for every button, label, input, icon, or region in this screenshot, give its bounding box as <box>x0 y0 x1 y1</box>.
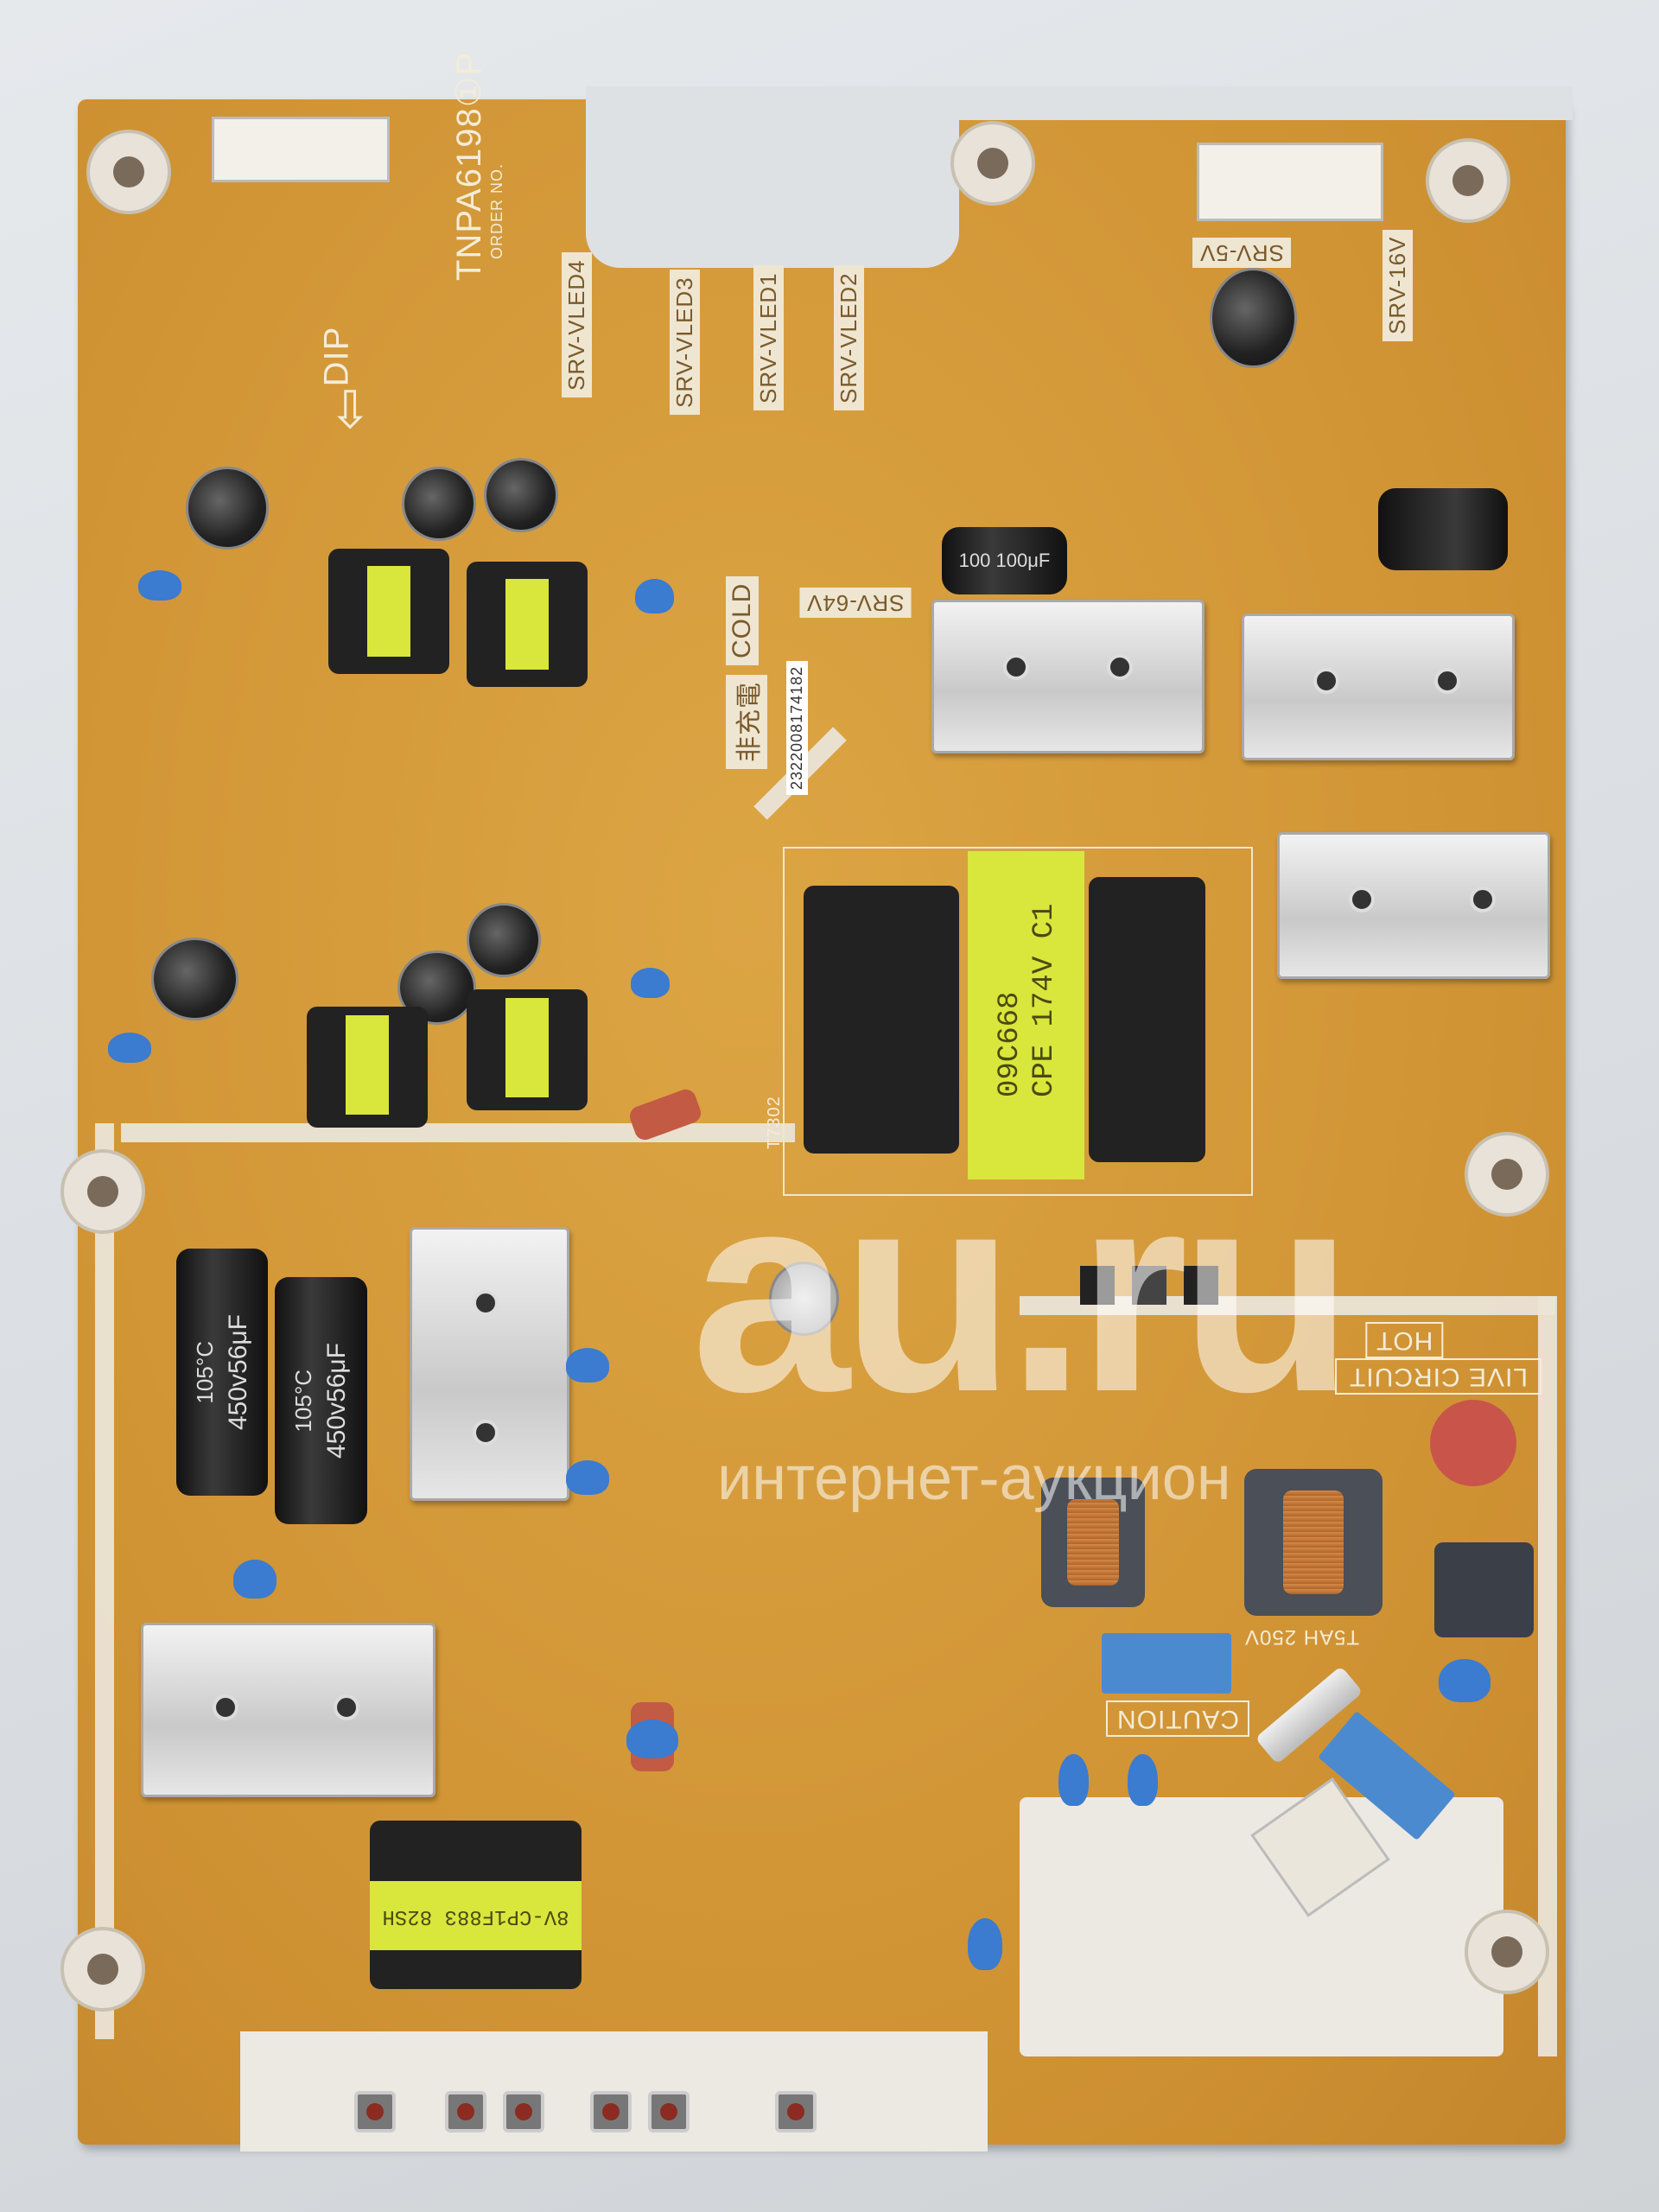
tact-switch[interactable] <box>445 2091 486 2133</box>
capacitor <box>397 950 476 1025</box>
label-srv-64v: SRV-64V <box>799 588 912 618</box>
label-srv-16v: SRV-16V <box>1382 229 1413 341</box>
caution-label: CAUTION <box>1106 1700 1249 1737</box>
mounting-hole <box>86 130 171 214</box>
label-srv-vled4: SRV-VLED4 <box>562 252 592 397</box>
capacitor <box>402 467 476 541</box>
isolation-trace <box>121 1123 795 1142</box>
optocoupler <box>1132 1266 1166 1305</box>
capacitor: 100 100μF <box>942 527 1067 594</box>
varistor <box>1430 1400 1516 1486</box>
connector-p2 <box>1197 143 1383 221</box>
ceramic-capacitor <box>566 1460 609 1495</box>
inductor <box>467 989 588 1110</box>
tact-switch[interactable] <box>648 2091 690 2133</box>
transformer-outline <box>783 847 1253 1196</box>
ceramic-capacitor <box>138 570 181 601</box>
mounting-hole <box>1465 1910 1549 1994</box>
isolation-trace <box>95 1123 114 2039</box>
tact-switch[interactable] <box>503 2091 544 2133</box>
line-filter <box>1434 1542 1534 1637</box>
ceramic-capacitor <box>233 1560 276 1599</box>
ceramic-capacitor <box>631 968 670 998</box>
ceramic-capacitor <box>635 579 674 613</box>
transformer-core-right <box>1089 877 1205 1162</box>
label-srv-vled1: SRV-VLED1 <box>753 265 784 410</box>
barcode-label: 2322008174182 <box>786 660 808 795</box>
capacitor <box>484 458 558 532</box>
ceramic-capacitor <box>108 1033 151 1063</box>
capacitor <box>467 903 541 977</box>
x-capacitor <box>1102 1633 1231 1694</box>
label-srv-5v: SRV-5V <box>1192 238 1292 268</box>
dip-label: DIP <box>317 326 356 387</box>
capacitor <box>186 467 269 550</box>
ceramic-capacitor <box>1058 1754 1089 1806</box>
heatsink <box>410 1227 569 1501</box>
capacitor <box>151 938 238 1020</box>
standby-transformer: 8V-CP1F883 82SH <box>370 1821 582 1989</box>
heatsink <box>1277 832 1550 979</box>
board-edge-gap <box>959 86 1573 120</box>
ceramic-capacitor <box>968 1918 1002 1970</box>
heatsink <box>141 1623 435 1797</box>
cold-jp-label: 非充電 <box>726 675 767 769</box>
transformer-marking-2: CPE 174V C1 <box>1028 903 1061 1097</box>
tact-switch[interactable] <box>775 2091 817 2133</box>
ceramic-capacitor <box>1128 1754 1158 1806</box>
capacitor <box>1210 268 1297 368</box>
tact-switch[interactable] <box>354 2091 396 2133</box>
cold-label: COLD <box>726 575 759 665</box>
ceramic-capacitor <box>566 1348 609 1382</box>
heatsink <box>931 600 1205 753</box>
ceramic-capacitor <box>1439 1659 1491 1702</box>
transformer-marking-1: 09C668 <box>994 991 1027 1097</box>
mounting-hole <box>1465 1132 1549 1217</box>
capacitor-temp: 105°C <box>191 1340 218 1404</box>
inductor <box>307 1007 428 1128</box>
mounting-hole <box>60 1927 145 2012</box>
order-no-label: ORDER NO. <box>488 162 505 259</box>
mounting-hole <box>60 1149 145 1234</box>
dip-arrow-icon: ⇩ <box>328 381 373 439</box>
fuse-rating: T5AH 250V <box>1244 1625 1360 1649</box>
label-srv-vled2: SRV-VLED2 <box>834 265 864 410</box>
line-filter <box>1244 1469 1382 1616</box>
optocoupler <box>1080 1266 1115 1305</box>
watermark-subtitle: интернет-аукцион <box>717 1444 1231 1513</box>
heatsink <box>1242 613 1515 760</box>
capacitor-marking: 450v56μF <box>223 1313 252 1431</box>
capacitor <box>1378 488 1508 570</box>
part-number: TNPA6198①P <box>450 51 488 281</box>
capacitor <box>769 1262 839 1336</box>
mounting-hole <box>950 121 1035 206</box>
inductor <box>328 549 449 674</box>
watermark-logo: au.ru <box>691 1132 1354 1451</box>
capacitor-temp: 105°C <box>290 1369 316 1433</box>
inductor <box>467 562 588 687</box>
connector-p1 <box>212 117 390 182</box>
standby-transformer-marking: 8V-CP1F883 82SH <box>370 1881 582 1950</box>
line-filter <box>1041 1478 1145 1607</box>
board-notch <box>586 86 959 268</box>
bulk-capacitor: 450v56μF 105°C <box>275 1277 367 1524</box>
live-circuit-label: LIVE CIRCUIT <box>1335 1358 1542 1395</box>
ceramic-capacitor <box>626 1719 678 1758</box>
bulk-capacitor: 450v56μF 105°C <box>176 1249 268 1496</box>
mounting-hole <box>1426 138 1510 223</box>
hot-label: HOT <box>1365 1322 1444 1358</box>
capacitor-marking: 450v56μF <box>322 1342 351 1459</box>
isolation-trace <box>1538 1296 1557 2056</box>
label-srv-vled3: SRV-VLED3 <box>670 270 700 415</box>
tact-switch[interactable] <box>590 2091 632 2133</box>
transformer-bobbin <box>968 851 1084 1179</box>
transformer-core-left <box>804 886 959 1154</box>
optocoupler <box>1184 1266 1218 1305</box>
